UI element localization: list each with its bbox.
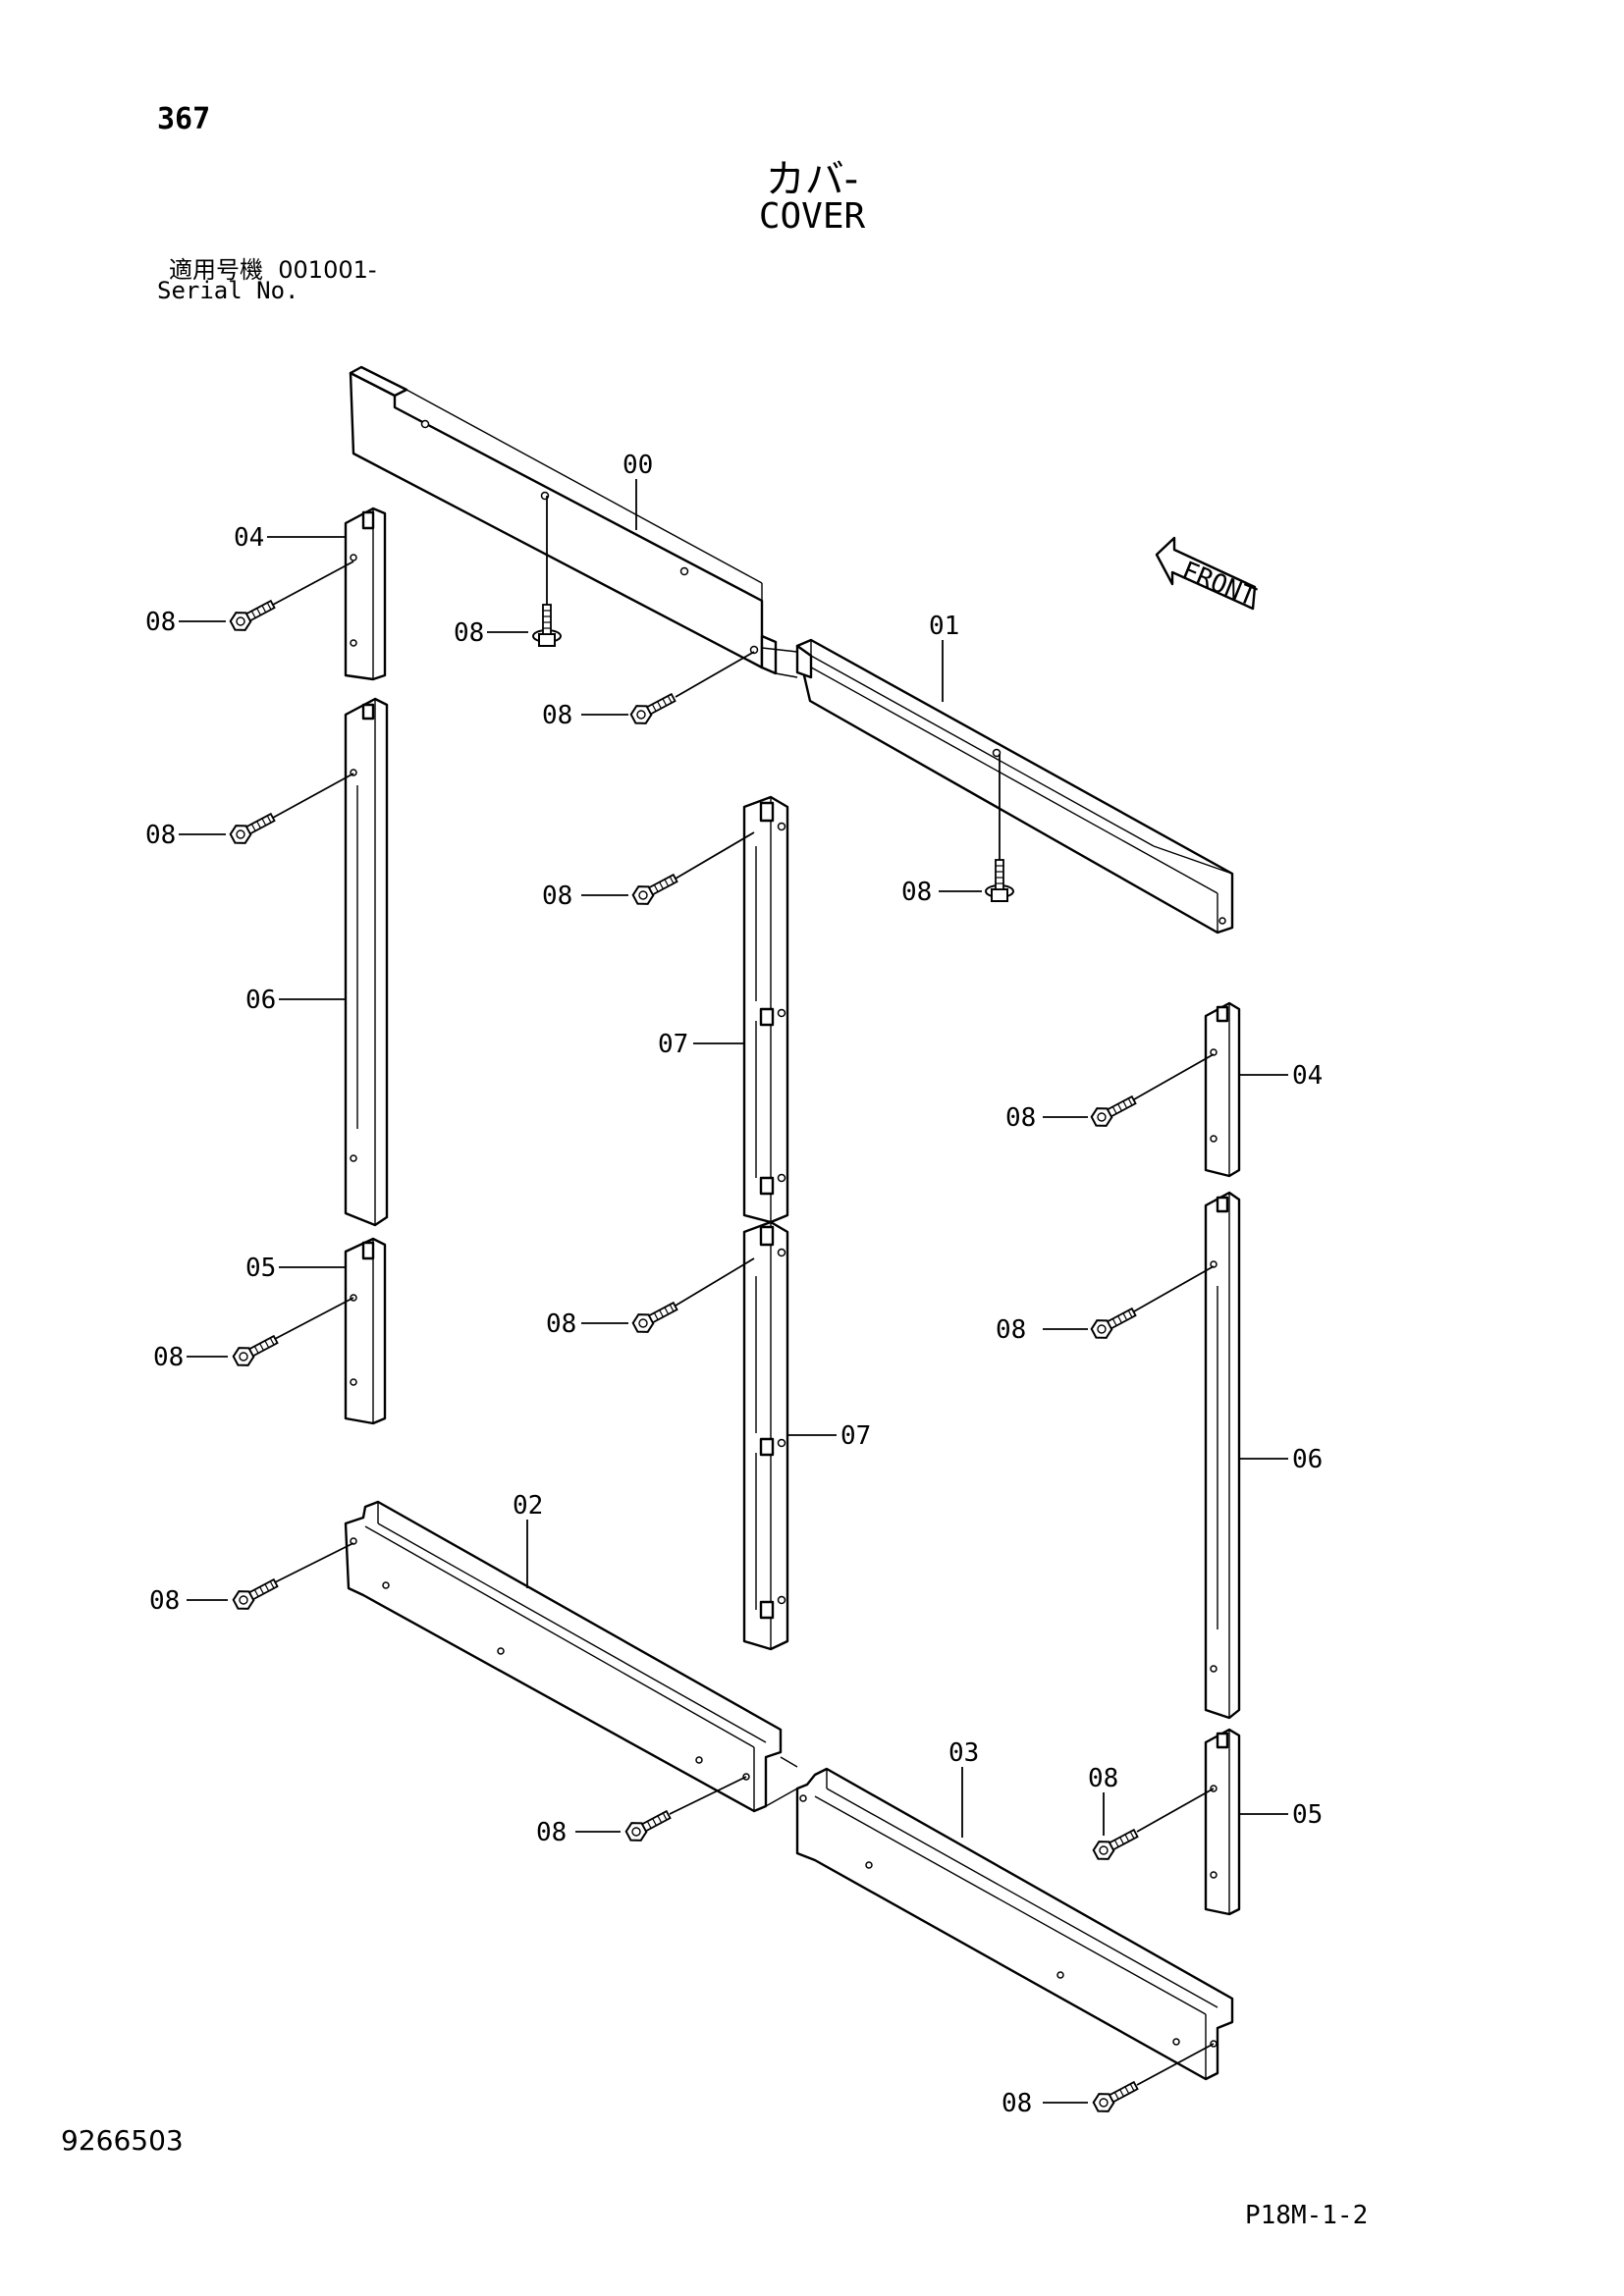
callout-00: 00 [623,451,653,480]
beam-joint-top [761,647,798,678]
cover-01 [795,638,1234,934]
callout-08: 08 [546,1309,576,1339]
serial-label-english: Serial No. [157,277,299,304]
cover-05-right [1204,1728,1241,1916]
callout-07-lower: 07 [840,1421,871,1451]
bolt-08 [1090,2043,1215,2117]
title-english: COVER [758,196,866,237]
bolt-08 [532,496,562,647]
callout-08: 08 [542,701,572,730]
callout-08: 08 [153,1343,184,1372]
bolt-08 [230,1297,354,1371]
callout-08: 08 [145,821,176,850]
callout-06-right: 06 [1292,1445,1323,1474]
serial-label-japanese: 適用号機 001001- [169,250,377,285]
front-arrow-icon: FRONT [1155,536,1261,613]
bolt-08 [230,1542,354,1615]
callout-08: 08 [454,618,484,648]
beam-joint-bottom [765,1756,798,1807]
bolt-08 [1088,1053,1215,1132]
callout-05-left: 05 [245,1254,276,1283]
cover-05-left [344,1237,387,1425]
document-id: 9266503 [61,2124,184,2157]
cover-04-left [344,507,387,681]
cover-07-upper [742,795,789,1224]
bolt-08 [629,1257,755,1338]
callout-08: 08 [1005,1103,1036,1133]
bolt-08 [227,561,354,636]
callout-08: 08 [542,881,572,911]
callout-08: 08 [149,1586,180,1616]
serial-label-jp-text: 適用号機 [169,256,263,284]
drawing-reference: P18M-1-2 [1245,2201,1369,2230]
bolt-08 [227,773,354,849]
callout-03: 03 [948,1738,979,1768]
callout-08: 08 [145,608,176,637]
callout-04-left: 04 [234,523,264,553]
cover-04-right [1204,1001,1241,1178]
callout-08: 08 [536,1818,567,1847]
cover-06-right [1204,1191,1241,1720]
cover-00 [349,365,778,675]
serial-number-value: 001001- [278,256,377,284]
callout-08: 08 [901,878,932,907]
page-number: 367 [157,102,211,136]
bolt-08 [1090,1788,1215,1865]
cover-07-lower [742,1220,789,1651]
bolt-08 [1088,1265,1215,1344]
cover-02 [344,1500,783,1813]
cover-03 [795,1767,1234,2081]
callout-07-upper: 07 [658,1030,688,1059]
callout-06-left: 06 [245,986,276,1015]
callout-02: 02 [513,1491,543,1521]
bolt-08 [985,754,1014,902]
bolt-08 [629,831,755,910]
cover-06-left [344,697,389,1227]
bolt-08 [627,651,755,729]
callout-04-right: 04 [1292,1061,1323,1091]
title-japanese: カバ- [765,157,859,202]
callout-08: 08 [996,1315,1026,1345]
bolt-08 [623,1776,747,1846]
front-label: FRONT [1177,557,1260,613]
callout-05-right: 05 [1292,1800,1323,1830]
callout-08: 08 [1088,1764,1118,1793]
callout-08: 08 [1001,2089,1032,2118]
callout-01: 01 [929,612,959,641]
